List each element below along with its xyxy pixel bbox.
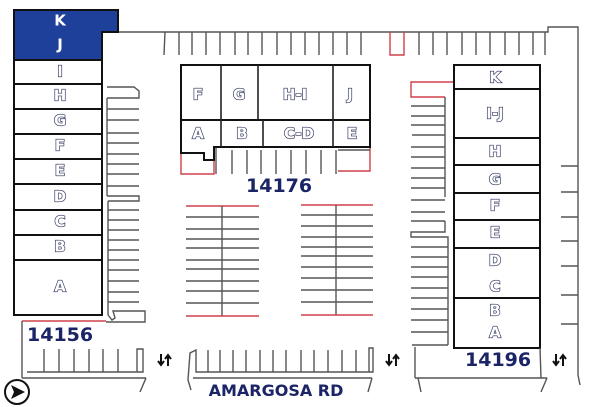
- unit-label: A: [54, 278, 66, 296]
- center-parking-left: [186, 205, 259, 317]
- two-way-arrow-icon: [385, 353, 400, 367]
- unit-label: G: [489, 171, 501, 189]
- unit-label: I: [57, 63, 63, 81]
- unit-14156-a[interactable]: [13, 259, 103, 316]
- unit-label: B: [54, 238, 65, 256]
- building-number: 14176: [246, 175, 312, 197]
- unit-14156-b[interactable]: [13, 234, 103, 261]
- unit-label: E: [490, 224, 500, 242]
- direction-pointer-icon: [4, 379, 30, 405]
- building-14196: K I-J H G F E D C B A 14196: [453, 64, 541, 371]
- unit-label: K: [489, 69, 502, 87]
- unit-label: F: [55, 137, 65, 155]
- bottom-left-stalls: [21, 321, 147, 393]
- unit-label: I-J: [486, 105, 503, 123]
- unit-label: J: [346, 86, 353, 104]
- unit-label: B: [236, 125, 247, 143]
- unit-14156-kj[interactable]: [13, 9, 119, 61]
- unit-label: G: [54, 112, 66, 130]
- unit-label: C: [489, 278, 500, 296]
- unit-label: F: [490, 197, 500, 215]
- right-inner-parking-stalls: [410, 81, 454, 346]
- unit-label: D: [54, 188, 66, 206]
- unit-14156-d[interactable]: [13, 183, 103, 211]
- unit-label: F: [193, 86, 203, 104]
- top-parking-stalls: [163, 31, 546, 56]
- building-14176: F G H-I J A B C-D E 14176: [180, 64, 371, 197]
- unit-14156-f[interactable]: [13, 133, 103, 160]
- unit-label: C: [54, 213, 65, 231]
- unit-14196-ba[interactable]: [453, 297, 541, 349]
- street-name: AMARGOSA RD: [209, 381, 344, 400]
- unit-label: K: [54, 12, 67, 30]
- bottom-center-stalls: [187, 347, 374, 393]
- unit-14196-h[interactable]: [453, 137, 541, 166]
- unit-label: B: [489, 302, 500, 320]
- two-way-arrow-icon: [552, 353, 567, 367]
- building-14156: K J I H G F E D C B A 14156: [13, 9, 119, 346]
- bldg-14176-stalls: [215, 148, 370, 174]
- unit-label: C-D: [284, 125, 314, 143]
- right-edge-stalls: [561, 165, 578, 325]
- unit-label: A: [192, 125, 204, 143]
- unit-14156-e[interactable]: [13, 158, 103, 185]
- unit-14196-ij[interactable]: [453, 88, 541, 139]
- unit-label: H-I: [283, 86, 307, 104]
- unit-label: A: [489, 324, 501, 342]
- bottom-right-curb: [414, 347, 548, 393]
- unit-label: H: [489, 143, 502, 161]
- building-number: 14156: [27, 324, 93, 346]
- bldg-14176-bottom-row: [180, 119, 371, 161]
- lot-boundary: [104, 26, 581, 386]
- unit-label: E: [55, 162, 65, 180]
- unit-14156-i[interactable]: [13, 59, 103, 85]
- unit-14196-f[interactable]: [453, 192, 541, 221]
- left-parking-stalls: [22, 86, 146, 323]
- unit-label: H: [54, 87, 67, 105]
- building-number: 14196: [465, 349, 531, 371]
- two-way-arrow-icon: [157, 353, 172, 367]
- bldg-14176-top-row: [180, 64, 371, 121]
- unit-label: G: [233, 86, 245, 104]
- unit-label: E: [347, 125, 357, 143]
- unit-14156-c[interactable]: [13, 209, 103, 236]
- unit-14156-g[interactable]: [13, 108, 103, 135]
- unit-14196-g[interactable]: [453, 164, 541, 194]
- center-parking-right: [301, 204, 373, 316]
- unit-label: D: [489, 252, 501, 270]
- unit-label: J: [56, 36, 63, 54]
- unit-14156-h[interactable]: [13, 83, 103, 110]
